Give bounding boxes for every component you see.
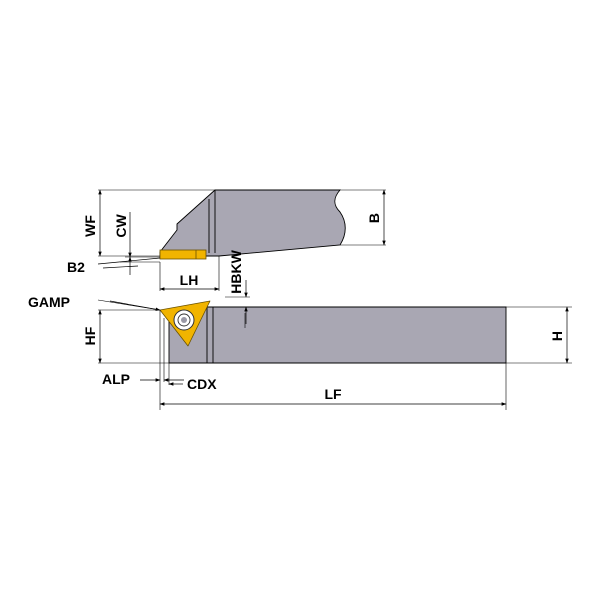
label-cdx: CDX [187,376,217,392]
side-view-shank [168,306,507,364]
dimension-labels: WF CW B B2 LH HBKW GAMP HF H ALP CDX LF [28,213,565,402]
label-cw: CW [113,214,129,238]
top-view-insert [159,249,207,260]
label-lh: LH [180,272,199,288]
top-view-shank [159,189,346,257]
label-alp: ALP [102,371,130,387]
side-view [159,300,507,364]
label-h: H [549,331,565,341]
label-b: B [366,213,382,223]
dimension-lines [97,189,569,406]
label-hbkw: HBKW [228,249,244,293]
top-view [159,189,346,260]
label-b2: B2 [67,259,85,275]
label-lf: LF [324,386,342,402]
label-wf: WF [82,215,98,237]
torx-screw-center [181,317,187,323]
label-gamp: GAMP [28,294,70,310]
label-hf: HF [82,326,98,345]
